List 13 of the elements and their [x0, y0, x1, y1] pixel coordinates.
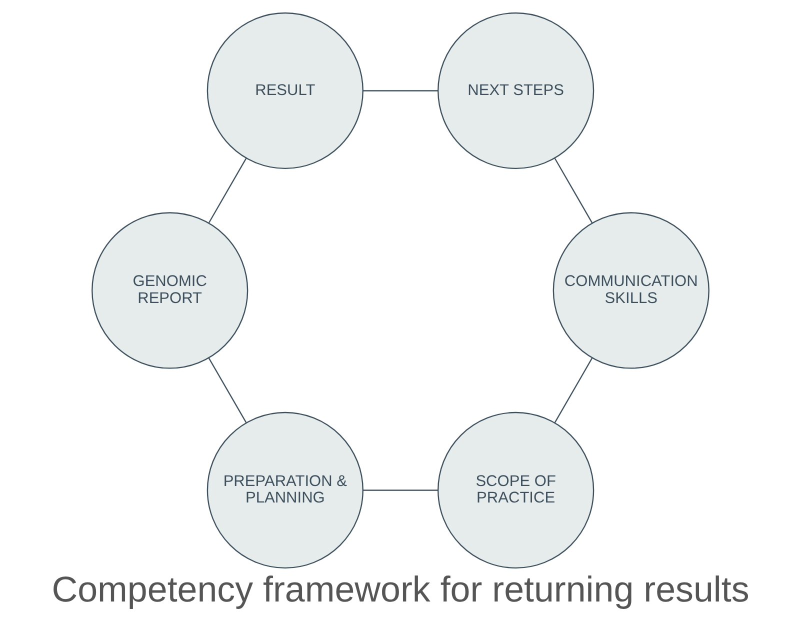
- node-circle: GENOMIC REPORT: [91, 212, 248, 369]
- diagram-title: Competency framework for returning results: [51, 569, 749, 610]
- connector: [208, 158, 246, 224]
- connector: [554, 158, 592, 224]
- connector: [554, 358, 592, 423]
- connector: [362, 90, 438, 92]
- node-circle: COMMUNICATION SKILLS: [552, 212, 709, 369]
- node-circle: NEXT STEPS: [437, 12, 594, 170]
- node-circle: RESULT: [206, 12, 363, 170]
- node-circle: PREPARATION & PLANNING: [206, 412, 363, 569]
- connector: [362, 490, 438, 491]
- connector: [208, 358, 246, 423]
- node-circle: SCOPE OF PRACTICE: [437, 412, 594, 569]
